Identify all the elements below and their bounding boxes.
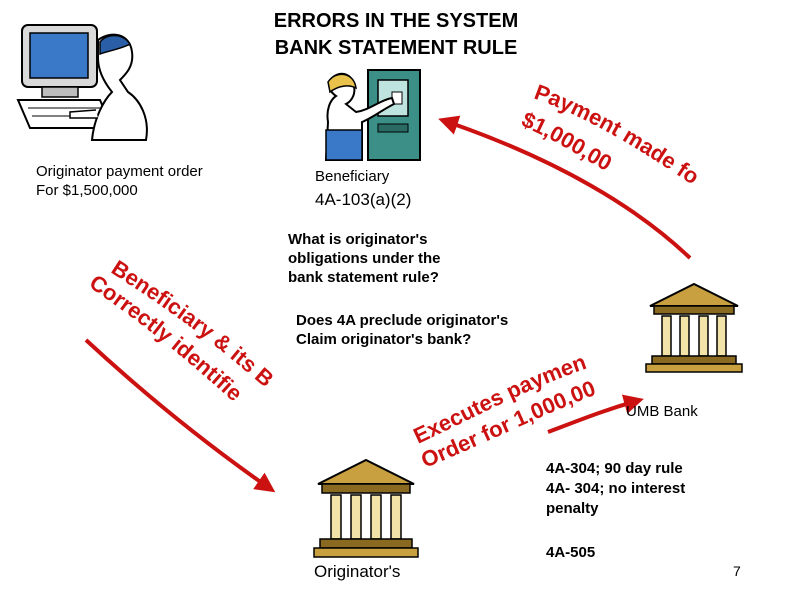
bank-building-icon: [314, 460, 418, 557]
bank-building-icon: [646, 284, 742, 372]
umb-bank-label: UMB Bank: [626, 402, 698, 421]
rule-line-3: penalty: [546, 499, 685, 519]
rules-list: 4A-304; 90 day rule 4A- 304; no interest…: [546, 459, 685, 519]
computer-user-clipart: [18, 25, 147, 140]
question-line-1: What is originator's: [288, 230, 441, 249]
rule-line-1: 4A-304; 90 day rule: [546, 459, 685, 479]
originator-line-2: For $1,500,000: [36, 181, 203, 200]
question-line-3: bank statement rule?: [288, 268, 441, 287]
originator-payment-order: Originator payment order For $1,500,000: [36, 162, 203, 200]
preclude-line-1: Does 4A preclude originator's: [296, 311, 508, 330]
question-line-2: obligations under the: [288, 249, 441, 268]
originators-bank-label: Originator's: [314, 562, 400, 582]
preclude-text: Does 4A preclude originator's Claim orig…: [296, 311, 508, 349]
rule-4a-505: 4A-505: [546, 543, 595, 562]
beneficiary-rule: 4A-103(a)(2): [315, 190, 411, 210]
beneficiary-label: Beneficiary: [315, 167, 389, 186]
originator-line-1: Originator payment order: [36, 162, 203, 181]
preclude-line-2: Claim originator's bank?: [296, 330, 508, 349]
atm-beneficiary-clipart: [326, 70, 420, 160]
rule-line-2: 4A- 304; no interest: [546, 479, 685, 499]
page-number: 7: [733, 563, 741, 579]
question-text: What is originator's obligations under t…: [288, 230, 441, 287]
